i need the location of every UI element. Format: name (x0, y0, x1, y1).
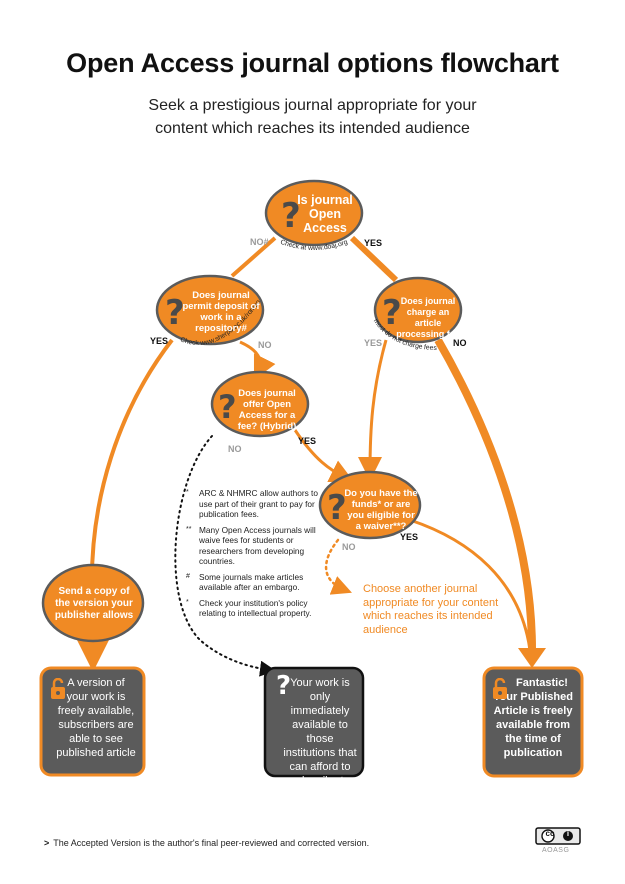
subtitle-line-1: Seek a prestigious journal appropriate f… (148, 97, 477, 114)
edge-label-hybrid-no: NO (228, 444, 242, 454)
open-lock-icon (492, 677, 508, 700)
outcome-green-box (39, 666, 146, 777)
outcome-closed-label: Your work is only immediately available … (283, 677, 357, 801)
edge-charge-no-arrow (518, 648, 546, 668)
node-hybrid-label: Does journal offer Open Access for a fee… (237, 388, 297, 432)
edge-charge-yes (358, 339, 388, 481)
footer-marker: > (44, 838, 50, 848)
edge-label-funds-no: NO (342, 542, 356, 552)
node-is-open-access (264, 179, 364, 247)
question-mark-icon: ? (382, 293, 402, 333)
footnote-item: *Check your institution's policy relatin… (186, 597, 312, 619)
outcome-gold-heading: Fantastic! (516, 677, 568, 689)
node-charge-fee-label: Does journal charge an article processin… (396, 296, 460, 339)
outcome-gold-text: Fantastic! Your Published Article is fre… (486, 676, 580, 760)
outcome-closed-text: Your work is only immediately available … (267, 676, 361, 802)
node-is-open-access-label: Is journal Open Access (297, 193, 353, 235)
edge-label-permit-no: NO (258, 340, 272, 350)
subtitle-line-2: content which reaches its intended audie… (155, 120, 470, 137)
edge-label-funds-yes: YES (400, 532, 419, 542)
edge-permit-yes (89, 338, 174, 591)
question-mark-icon: ? (276, 671, 292, 701)
footnote-item: **Many Open Access journals will waive f… (186, 524, 316, 567)
page-title: Open Access journal options flowchart (66, 48, 559, 78)
footer-note: >The Accepted Version is the author's fi… (44, 838, 369, 848)
question-mark-icon: ? (281, 196, 301, 236)
edge-hybrid-yes (293, 429, 355, 483)
question-mark-icon: ? (327, 488, 347, 528)
edge-charge-no (434, 337, 536, 651)
node-hybrid (210, 370, 310, 438)
node-permit-deposit-label: Does journal permit deposit of work in a… (182, 290, 260, 334)
edge-permit-no (239, 340, 276, 381)
edge-label-isoa-no: NO# (250, 237, 269, 247)
edge-label-hybrid-yes: YES (298, 436, 317, 446)
choose-another-journal: Choose another journal appropriate for y… (363, 583, 499, 636)
node-funds-label: Do you have the funds* or are you eligib… (344, 488, 418, 532)
edge-isoa-yes (349, 235, 399, 283)
edge-hybrid-no (174, 435, 276, 677)
outcome-closed-box (263, 666, 365, 778)
edge-label-charge-no: NO (453, 338, 467, 348)
node-permit-deposit (155, 274, 265, 346)
outcome-green-text: A version of your work is freely availab… (44, 676, 142, 760)
node-send-copy-label: Send a copy of the version your publishe… (54, 586, 134, 621)
outcome-gold-box (482, 666, 584, 778)
edge-label-charge-yes: YES (364, 338, 383, 348)
page-subtitle: Seek a prestigious journal appropriate f… (0, 94, 625, 140)
edge-funds-yes (409, 518, 532, 651)
edge-label-permit-yes: YES (150, 336, 169, 346)
footnote-item: #Some journals make articles available a… (186, 571, 304, 593)
node-charge-fee (373, 276, 463, 344)
footnote-item: *ARC & NHMRC allow authors to use part o… (186, 488, 318, 519)
edge-isoa-no (230, 236, 277, 278)
cc-by-text: i (566, 829, 570, 838)
license-org: AOASG (542, 847, 570, 854)
outcome-green-label: A version of your work is freely availab… (56, 677, 136, 759)
cc-license-text: cc (545, 829, 555, 838)
open-lock-icon (50, 677, 66, 700)
footer-text: The Accepted Version is the author's fin… (53, 838, 370, 848)
question-mark-icon: ? (218, 388, 237, 426)
outcome-gold-label: Your Published Article is freely availab… (493, 691, 573, 759)
node-funds (318, 470, 422, 540)
footnotes: *ARC & NHMRC allow authors to use part o… (186, 488, 326, 624)
question-mark-icon: ? (165, 293, 185, 333)
edge-funds-no (324, 538, 352, 595)
node-send-copy (41, 563, 145, 643)
edge-label-isoa-yes: YES (364, 238, 383, 248)
